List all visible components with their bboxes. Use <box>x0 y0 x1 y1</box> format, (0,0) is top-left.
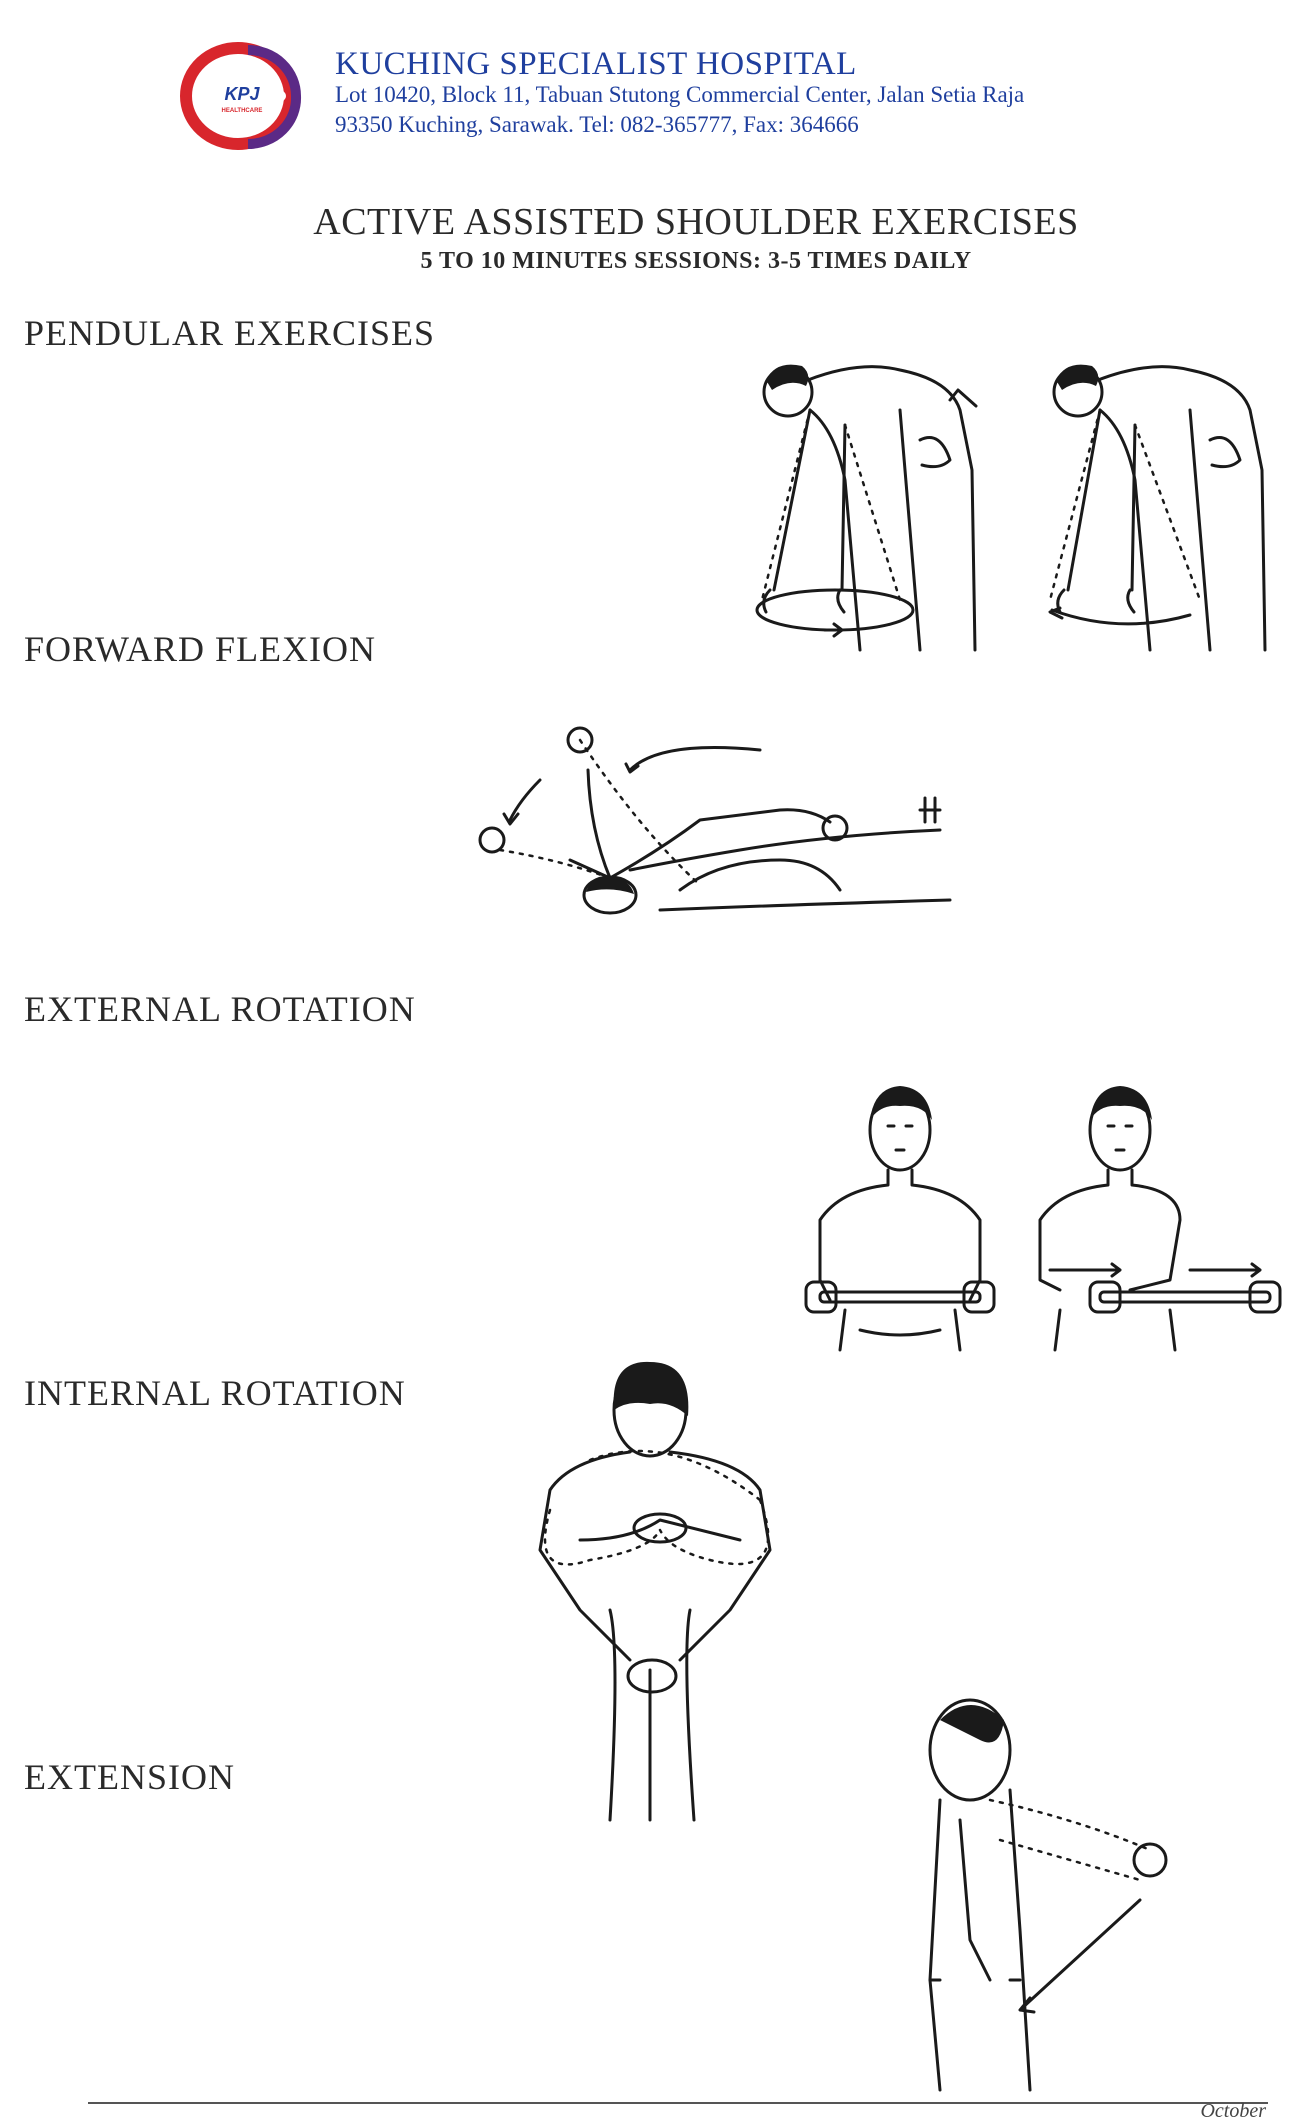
hospital-name: KUCHING SPECIALIST HOSPITAL <box>335 46 857 82</box>
kpj-logo: KPJ HEALTHCARE <box>180 42 302 150</box>
extension-figure <box>900 1680 1200 2090</box>
hospital-address-line2: 93350 Kuching, Sarawak. Tel: 082-365777,… <box>335 112 859 137</box>
section-pendular-exercises: PENDULAR EXERCISES <box>24 313 436 353</box>
pendular-figure-clockwise <box>750 364 1000 640</box>
external-rotation-figure-rotated <box>1020 1086 1280 1360</box>
footer-rule <box>88 2102 1268 2104</box>
section-internal-rotation: INTERNAL ROTATION <box>24 1373 406 1413</box>
pendular-figure-counterclockwise <box>1040 364 1280 640</box>
document-subtitle: 5 TO 10 MINUTES SESSIONS: 3-5 TIMES DAIL… <box>420 248 972 274</box>
hospital-address-line1: Lot 10420, Block 11, Tabuan Stutong Comm… <box>335 82 1025 107</box>
external-rotation-figure-start <box>800 1086 1000 1350</box>
logo-text: KPJ <box>224 84 260 104</box>
section-extension: EXTENSION <box>24 1757 235 1797</box>
footer-text: October <box>1200 2100 1266 2122</box>
section-forward-flexion: FORWARD FLEXION <box>24 629 377 669</box>
forward-flexion-figure <box>480 710 960 940</box>
document-title: ACTIVE ASSISTED SHOULDER EXERCISES <box>313 201 1079 243</box>
logo-subtext: HEALTHCARE <box>222 108 263 114</box>
internal-rotation-figure <box>510 1361 810 1820</box>
section-external-rotation: EXTERNAL ROTATION <box>24 989 416 1029</box>
